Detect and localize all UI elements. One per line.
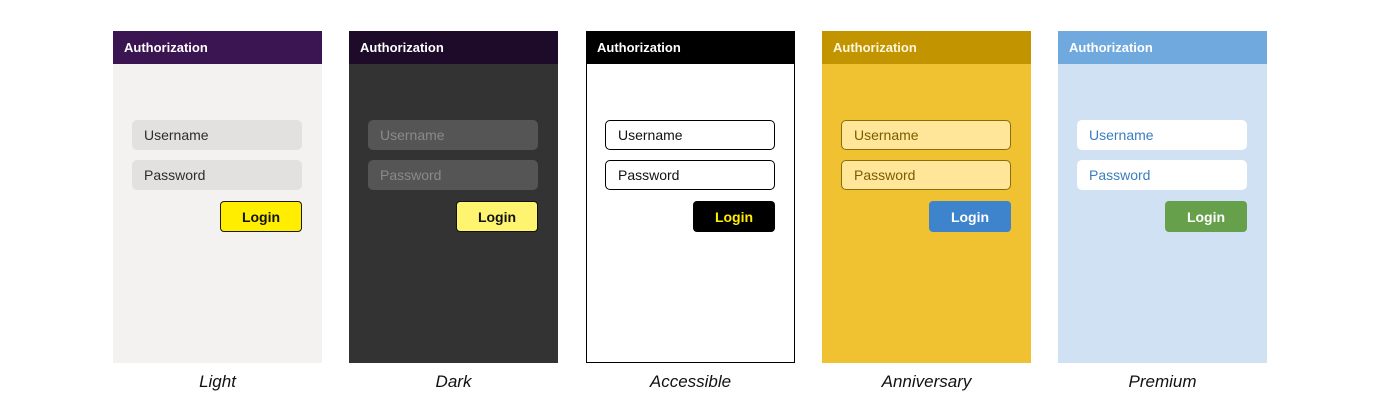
auth-panel-premium: Authorization Username Password Login xyxy=(1058,31,1267,363)
panel-body: Username Password Login xyxy=(1058,64,1267,363)
login-button[interactable]: Login xyxy=(929,201,1011,232)
theme-caption-premium: Premium xyxy=(1128,372,1197,391)
password-input[interactable]: Password xyxy=(605,160,775,190)
auth-panel-accessible: Authorization Username Password Login xyxy=(586,31,795,363)
panel-header-title: Authorization xyxy=(586,31,795,64)
panel-body: Username Password Login xyxy=(586,64,795,363)
login-button[interactable]: Login xyxy=(693,201,775,232)
panel-header-title: Authorization xyxy=(1058,31,1267,64)
login-button[interactable]: Login xyxy=(1165,201,1247,232)
username-input[interactable]: Username xyxy=(605,120,775,150)
username-input[interactable]: Username xyxy=(841,120,1011,150)
username-input[interactable]: Username xyxy=(368,120,538,150)
theme-caption-accessible: Accessible xyxy=(649,372,732,391)
username-input[interactable]: Username xyxy=(132,120,302,150)
auth-panel-dark: Authorization Username Password Login xyxy=(349,31,558,363)
username-input[interactable]: Username xyxy=(1077,120,1247,150)
theme-caption-dark: Dark xyxy=(435,372,472,391)
panel-header-title: Authorization xyxy=(349,31,558,64)
auth-panel-anniversary: Authorization Username Password Login xyxy=(822,31,1031,363)
panel-body: Username Password Login xyxy=(113,64,322,363)
panel-header-title: Authorization xyxy=(822,31,1031,64)
login-button[interactable]: Login xyxy=(220,201,302,232)
panel-body: Username Password Login xyxy=(822,64,1031,363)
password-input[interactable]: Password xyxy=(132,160,302,190)
theme-caption-light: Light xyxy=(199,372,236,391)
login-button[interactable]: Login xyxy=(456,201,538,232)
password-input[interactable]: Password xyxy=(368,160,538,190)
password-input[interactable]: Password xyxy=(1077,160,1247,190)
panel-header-title: Authorization xyxy=(113,31,322,64)
auth-panel-light: Authorization Username Password Login xyxy=(113,31,322,363)
password-input[interactable]: Password xyxy=(841,160,1011,190)
panel-body: Username Password Login xyxy=(349,64,558,363)
theme-caption-anniversary: Anniversary xyxy=(881,372,972,391)
